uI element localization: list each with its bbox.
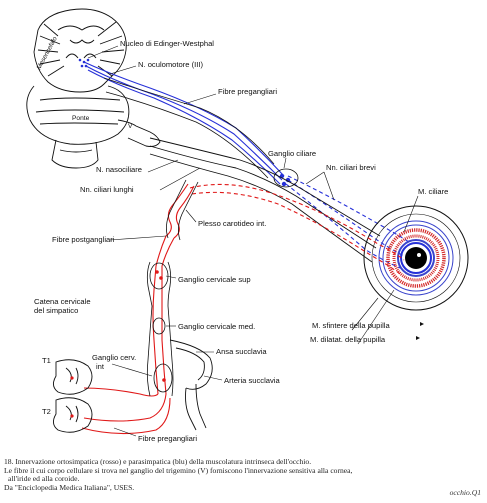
label-ganglio-cerv-2: int bbox=[96, 362, 105, 371]
nasociliary-nerve bbox=[149, 137, 381, 263]
label-edinger: Nucleo di Edinger-Westphal bbox=[120, 39, 214, 48]
label-plesso: Plesso carotideo int. bbox=[198, 219, 266, 228]
label-catena-2: del simpatico bbox=[34, 306, 78, 315]
label-fibre-pregangliari-bottom: Fibre pregangliari bbox=[138, 434, 197, 443]
figure-caption: 18. Innervazione ortosimpatica (rosso) e… bbox=[4, 457, 474, 492]
label-ansa: Ansa succlavia bbox=[216, 347, 267, 356]
caption-line-4: Da "Enciclopedia Medica Italiana", USES. bbox=[4, 482, 135, 492]
subclavian-artery bbox=[169, 339, 213, 431]
label-fibre-pregangliari-top: Fibre pregangliari bbox=[218, 87, 277, 96]
label-oculomotore: N. oculomotore (III) bbox=[138, 60, 203, 69]
label-mesencefalo: Mesencefalo bbox=[36, 35, 59, 71]
label-cervicale-sup: Ganglio cervicale sup bbox=[178, 275, 251, 284]
label-sfintere: M. sfintere della pupilla bbox=[312, 321, 390, 330]
label-fibre-postgangliari: Fibre postgangliari bbox=[52, 235, 115, 244]
label-trigemino: V bbox=[128, 123, 133, 130]
label-ganglio-cerv-1: Ganglio cerv. bbox=[92, 353, 136, 362]
label-dilatat: M. dilatat. della pupilla bbox=[310, 335, 386, 344]
label-ciliare: M. ciliare bbox=[418, 187, 448, 196]
label-arteria: Arteria succlavia bbox=[224, 376, 280, 385]
label-t2: T2 bbox=[42, 407, 51, 416]
label-ganglio-ciliare: Ganglio ciliare bbox=[268, 149, 316, 158]
label-ponte: Ponte bbox=[72, 115, 90, 122]
label-cervicale-med: Ganglio cervicale med. bbox=[178, 322, 255, 331]
oculomotor-nerve bbox=[103, 77, 275, 179]
spinal-cord-t2 bbox=[53, 397, 93, 433]
caption-line-1: 18. Innervazione ortosimpatica (rosso) e… bbox=[4, 457, 312, 466]
caption-line-2: Le fibre il cui corpo cellulare si trova… bbox=[4, 465, 353, 475]
sympathetic-chain bbox=[146, 179, 199, 397]
label-catena-1: Catena cervicale bbox=[34, 297, 91, 306]
label-ciliari-lunghi: Nn. ciliari lunghi bbox=[80, 185, 134, 194]
label-t1: T1 bbox=[42, 356, 51, 365]
caption-line-3: all'iride ed alla coroide. bbox=[8, 474, 80, 484]
sympathetic-ganglion-cells bbox=[155, 270, 166, 382]
label-ciliari-brevi: Nn. ciliari brevi bbox=[326, 163, 376, 172]
spinal-cord-t1 bbox=[53, 359, 93, 395]
brainstem bbox=[26, 8, 161, 169]
filename-label: occhio.Q1 bbox=[449, 488, 481, 497]
arrow-tips bbox=[416, 322, 424, 340]
edinger-westphal-nucleus bbox=[78, 58, 90, 68]
labels: Nucleo di Edinger-Westphal Mesencefalo N… bbox=[34, 35, 448, 443]
eye bbox=[363, 205, 469, 311]
leader-lines bbox=[87, 45, 419, 437]
label-nasociliare: N. nasociliare bbox=[96, 165, 142, 174]
